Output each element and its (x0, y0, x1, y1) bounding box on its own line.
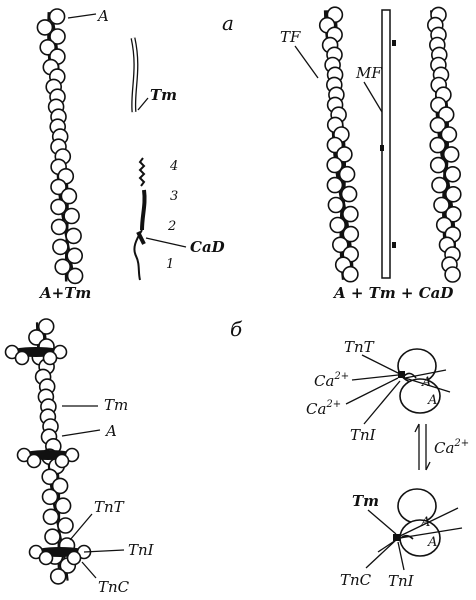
tnt-b-label: TnT (94, 498, 125, 516)
tf-pointer (295, 46, 318, 78)
ca-arrow-label: Ca2+ (434, 438, 469, 457)
actin-1-label: A (421, 375, 431, 390)
tm-pointer (138, 98, 148, 110)
tm-label: Tm (150, 86, 177, 104)
tni-top-pointer (364, 381, 400, 424)
actin-4-label: A (427, 535, 437, 550)
actin-b-label: A (104, 422, 117, 440)
a-tm-cad-caption: A + Tm + CaD (332, 284, 453, 302)
mf-pointer (364, 82, 382, 112)
segment-3-label: 3 (170, 189, 178, 204)
actin-2-label: A (427, 393, 437, 408)
tnc-bottom-label: TnC (340, 571, 372, 589)
panel-a-label: a (222, 11, 234, 35)
tnc-b-label: TnC (98, 578, 130, 596)
thin-filament-right-2 (428, 7, 461, 282)
panel-b-label: б (230, 317, 243, 341)
actin-filament-left (37, 9, 82, 283)
tnt-top-label: TnT (344, 338, 375, 356)
actin-3-label: A (420, 515, 430, 530)
caldesmon-molecule (134, 158, 144, 280)
equilibrium-arrows (415, 424, 430, 470)
tm-b-label: Tm (104, 396, 128, 414)
ca-2-label: Ca2+ (306, 399, 341, 418)
actin-pointer (68, 14, 96, 18)
cad-label: CaD (190, 238, 225, 256)
segment-4-label: 4 (169, 159, 178, 174)
ca-1-label: Ca2+ (314, 371, 349, 390)
cad-pointer (146, 238, 186, 247)
segment-1-label: 1 (166, 257, 174, 272)
myosin-filament (380, 10, 396, 278)
ca-2-pointer (346, 378, 398, 404)
tni-b-label: TnI (128, 541, 155, 559)
tm-bottom-label: Tm (352, 492, 379, 510)
tnc-bottom-pointer (366, 540, 396, 568)
a-tm-caption: A+Tm (38, 284, 91, 302)
ca-1-pointer (352, 375, 398, 380)
tnc-b-pointer (82, 562, 96, 578)
actin-label: A (96, 7, 109, 25)
actin-b-pointer (62, 430, 100, 436)
tni-bottom-label: TnI (388, 572, 415, 590)
tm-bottom-pointer (368, 510, 396, 534)
thin-filament-right-1 (320, 7, 359, 282)
tf-label: TF (280, 28, 301, 46)
segment-2-label: 2 (167, 219, 176, 234)
tni-top-label: TnI (350, 426, 377, 444)
tnt-top-pointer (362, 355, 400, 374)
mf-label: MF (355, 64, 382, 82)
